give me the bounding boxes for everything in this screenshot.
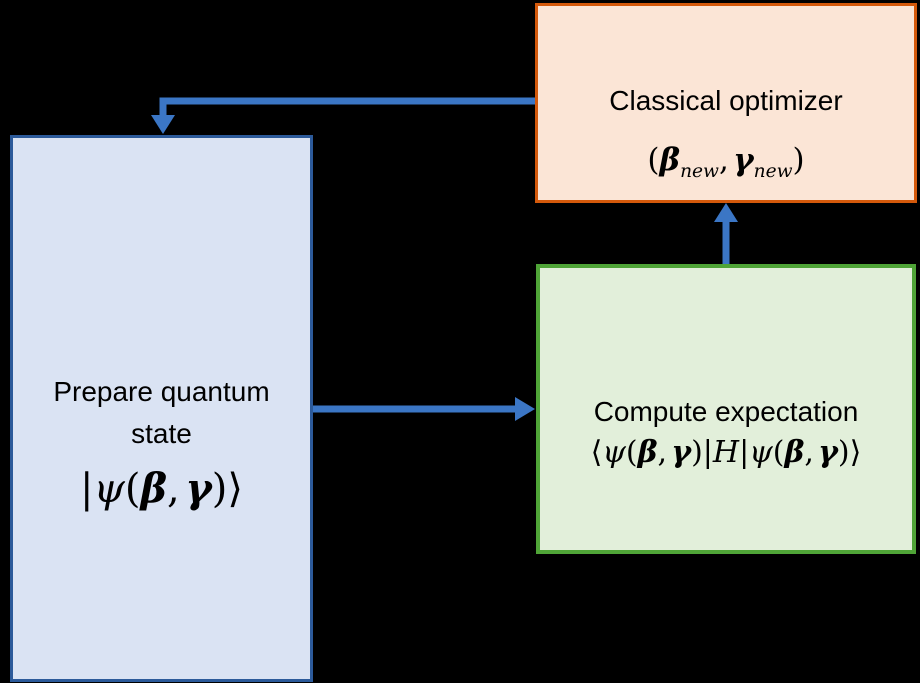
math-token: ) — [837, 435, 850, 470]
math-token: ( — [647, 142, 660, 178]
optimizer-box-formula: (βnew,γnew) — [647, 136, 804, 186]
math-token: ) — [792, 142, 805, 178]
math-token: ⟩ — [227, 466, 243, 512]
expectation-box-formula: ⟨ψ(β,γ)|H|ψ(β,γ)⟩ — [591, 433, 862, 474]
optimizer-box-title: Classical optimizer — [609, 85, 843, 116]
math-token: β — [784, 435, 805, 470]
math-token: ψ — [749, 435, 773, 470]
math-token: β — [659, 142, 681, 178]
prepare-box-title-line2: state — [131, 418, 192, 449]
math-token: ( — [625, 435, 638, 470]
math-token: ψ — [93, 466, 125, 512]
math-token: ⟩ — [849, 435, 862, 470]
math-token: γ — [671, 435, 692, 470]
math-token: γ — [733, 142, 754, 178]
math-token: ⟨ — [590, 435, 603, 470]
prepare-box-title-line1: Prepare quantum — [53, 376, 270, 407]
arrow-expectation-to-optimizer — [714, 203, 738, 264]
arrowhead-right-icon — [515, 397, 535, 421]
math-token: | — [702, 435, 713, 470]
math-token: ( — [124, 466, 141, 512]
arrow-prepare-to-expectation — [313, 397, 535, 421]
math-token: , — [804, 435, 814, 470]
math-token: | — [739, 435, 750, 470]
arrowhead-up-icon — [714, 203, 738, 222]
math-token: ) — [211, 466, 228, 512]
math-token: γ — [818, 435, 838, 470]
expectation-box-title: Compute expectation — [593, 396, 859, 427]
math-token: β — [637, 435, 658, 470]
arrow-optimizer-to-prepare — [151, 97, 535, 134]
arrowhead-down-icon — [151, 115, 175, 134]
math-subscript: new — [753, 161, 793, 183]
math-token: γ — [185, 465, 212, 512]
math-token: ) — [691, 435, 703, 470]
math-subscript: new — [680, 161, 719, 183]
math-token: , — [718, 142, 729, 178]
arrow-elbow-line — [159, 97, 535, 118]
math-token: β — [140, 465, 168, 512]
math-token: ψ — [602, 435, 626, 470]
classical-optimizer-box: Classical optimizer (βnew,γnew) — [535, 3, 917, 203]
compute-expectation-box: Compute expectation ⟨ψ(β,γ)|H|ψ(β,γ)⟩ — [536, 264, 916, 554]
prepare-quantum-state-box: Prepare quantum state |ψ(β,γ)⟩ — [10, 135, 313, 682]
prepare-box-formula: |ψ(β,γ)⟩ — [80, 461, 243, 517]
math-token: | — [80, 466, 94, 512]
math-token: , — [167, 466, 180, 512]
math-token: H — [712, 435, 740, 470]
math-token: , — [657, 435, 668, 470]
math-token: ( — [772, 435, 785, 470]
prepare-box-title: Prepare quantum state — [53, 371, 269, 455]
